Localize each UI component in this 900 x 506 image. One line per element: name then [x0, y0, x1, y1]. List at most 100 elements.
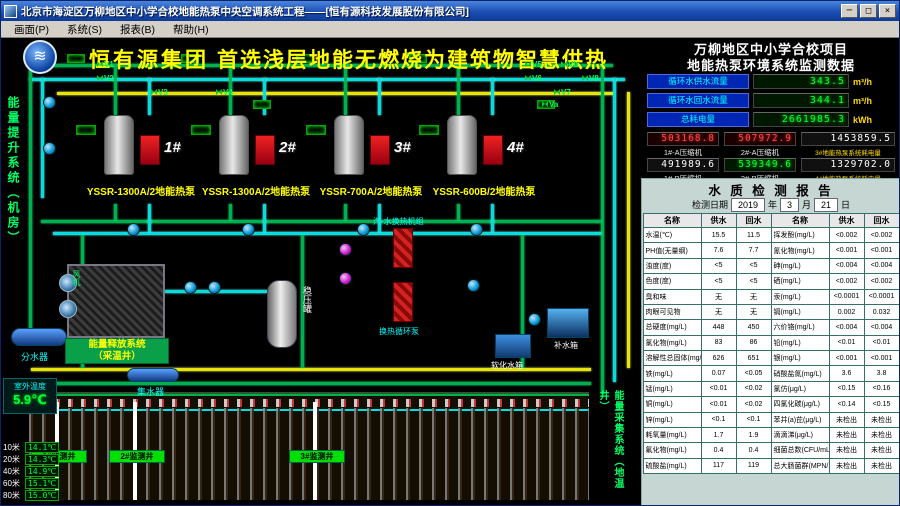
- param-name: 汞(mg/L): [770, 288, 830, 305]
- supply-value: <0.002: [828, 226, 865, 244]
- return-value: <0.002: [863, 226, 899, 244]
- valve-label[interactable]: Vb: [561, 60, 578, 69]
- sensor-display: [253, 100, 271, 109]
- valve-label[interactable]: V3: [151, 88, 168, 97]
- soft-water-tank-label: 软化水箱: [491, 361, 523, 370]
- unit-compressor-cylinder: [104, 115, 134, 175]
- supply-value: 未检出: [828, 442, 865, 459]
- return-value: <0.05: [735, 365, 772, 382]
- pump-icon: [339, 272, 352, 285]
- supply-value: <0.01: [700, 396, 737, 413]
- valve-label[interactable]: V4: [216, 88, 233, 97]
- ground-temp-value: 15.0℃: [25, 490, 60, 501]
- unit-name: YSSR-700A/2地能热泵: [319, 187, 423, 198]
- day-suffix: 日: [841, 200, 851, 210]
- supply-value: 0.07: [700, 365, 737, 382]
- valve-label[interactable]: V7: [554, 88, 571, 97]
- heat-pump-unit[interactable]: 4# YSSR-600B/2地能热泵: [419, 115, 549, 205]
- return-value: <0.16: [863, 380, 899, 398]
- date-label: 检测日期: [691, 200, 728, 210]
- param-name: 硒(mg/L): [770, 273, 830, 290]
- pump-icon: [357, 223, 370, 236]
- return-value: <0.02: [735, 380, 772, 398]
- table-row: 臭和味 无 无 汞(mg/L) <0.0001 <0.0001: [642, 288, 899, 305]
- return-value: <0.01: [863, 334, 899, 352]
- monitoring-well-label[interactable]: 2#监测井: [109, 450, 165, 463]
- supply-value: <0.0001: [828, 288, 865, 305]
- pipe-segment: [53, 232, 601, 235]
- ground-temp-value: 14.1℃: [25, 442, 60, 453]
- return-value: 3.8: [863, 365, 899, 382]
- flow-metric-value: 344.1: [753, 93, 849, 108]
- return-value: <0.004: [863, 319, 899, 336]
- scada-scene: ≋ 恒有源集团 首选浅层地能无燃烧为建筑物智慧供热 V1 V2 V3 V4 V5…: [1, 38, 899, 505]
- pump-icon: [43, 96, 56, 109]
- energy-value-top: 507972.9: [724, 132, 796, 146]
- pump-icon: [242, 223, 255, 236]
- supply-value: 未检出: [828, 411, 865, 428]
- valve-label[interactable]: V2: [97, 74, 114, 83]
- depth-label: 20米: [3, 455, 20, 464]
- return-value: 651: [735, 349, 772, 367]
- menu-item[interactable]: 报表(B): [120, 23, 155, 36]
- fan-icon: [59, 274, 77, 292]
- release-system-line1: 能量释放系统: [88, 339, 146, 350]
- valve-label[interactable]: V1: [97, 60, 114, 69]
- company-name: 恒有源集团: [89, 49, 209, 72]
- heat-pump-unit[interactable]: 1# YSSR-1300A/2地能热泵: [76, 115, 206, 205]
- param-name: 苯并(a)芘(μg/L): [770, 411, 830, 428]
- pump-icon: [184, 281, 197, 294]
- flow-metric-unit: kWh: [853, 114, 872, 125]
- pipe-segment: [31, 368, 591, 371]
- depth-label: 80米: [3, 491, 20, 500]
- pipe-segment: [29, 64, 32, 330]
- supply-value: <0.01: [828, 334, 865, 352]
- param-name: 硝酸盐氮(mg/L): [770, 365, 830, 382]
- compressor-label-a: 2#-A压缩机: [740, 148, 780, 157]
- energy-value-top: 503168.8: [647, 132, 719, 146]
- unit-display: [306, 125, 326, 135]
- minimize-button[interactable]: ─: [841, 4, 858, 18]
- monitoring-well-label[interactable]: 3#监测井: [289, 450, 345, 463]
- depth-temp-row: 40米 14.9℃: [3, 466, 60, 477]
- energy-value-mid: 539349.6: [724, 158, 796, 172]
- pump-icon: [528, 313, 541, 326]
- table-row: 铜(mg/L) <0.01 <0.02 四氯化碳(μg/L) <0.14 <0.…: [642, 396, 899, 413]
- heat-pump-unit[interactable]: 3# YSSR-700A/2地能热泵: [306, 115, 436, 205]
- sensor-display: [67, 54, 85, 63]
- param-name: 砷(mg/L): [770, 257, 830, 275]
- pump-icon: [127, 223, 140, 236]
- water-collector-label: 集水器: [137, 387, 165, 397]
- pipe-segment: [31, 382, 591, 385]
- company-logo-icon: ≋: [23, 40, 57, 74]
- unit-tag: 2#: [279, 139, 296, 156]
- maximize-button[interactable]: □: [860, 4, 877, 18]
- menu-item[interactable]: 系统(S): [67, 23, 102, 36]
- depth-temperature-ladder: 10米 14.1℃ 20米 14.3℃ 40米 14.9℃ 60米 15.1℃: [3, 442, 60, 502]
- unit-compressor-cylinder: [334, 115, 364, 175]
- energy-counters: 503168.8 1#-A压缩机 491989.6 1#-B压缩机 507972…: [647, 132, 897, 183]
- fan-label: 风机: [72, 270, 81, 286]
- menu-item[interactable]: 帮助(H): [173, 23, 209, 36]
- flow-metric-unit: m³/h: [853, 76, 872, 87]
- pipe-segment: [114, 64, 117, 115]
- depth-temp-row: 80米 15.0℃: [3, 490, 60, 501]
- valve-label[interactable]: Va: [542, 100, 558, 109]
- return-value: 1.9: [735, 426, 772, 444]
- return-value: <5: [735, 257, 772, 275]
- valve-label[interactable]: V6: [525, 74, 542, 83]
- return-value: 无: [735, 288, 772, 305]
- param-name: 铜(mg/L): [642, 396, 702, 413]
- year-suffix: 年: [767, 200, 777, 210]
- app-icon: [4, 4, 17, 18]
- close-button[interactable]: ×: [879, 4, 896, 18]
- valve-label[interactable]: V8: [582, 74, 599, 83]
- table-row: 铁(mg/L) 0.07 <0.05 硝酸盐氮(mg/L) 3.6 3.8: [642, 365, 899, 382]
- menu-item[interactable]: 画面(P): [14, 23, 49, 36]
- date-month-field[interactable]: 3: [780, 197, 800, 212]
- date-year-field[interactable]: 2019: [730, 197, 765, 212]
- valve-label[interactable]: V5: [525, 60, 542, 69]
- date-day-field[interactable]: 21: [814, 197, 839, 212]
- heat-pump-unit[interactable]: 2# YSSR-1300A/2地能热泵: [191, 115, 321, 205]
- param-name: 氯仿(μg/L): [770, 380, 830, 398]
